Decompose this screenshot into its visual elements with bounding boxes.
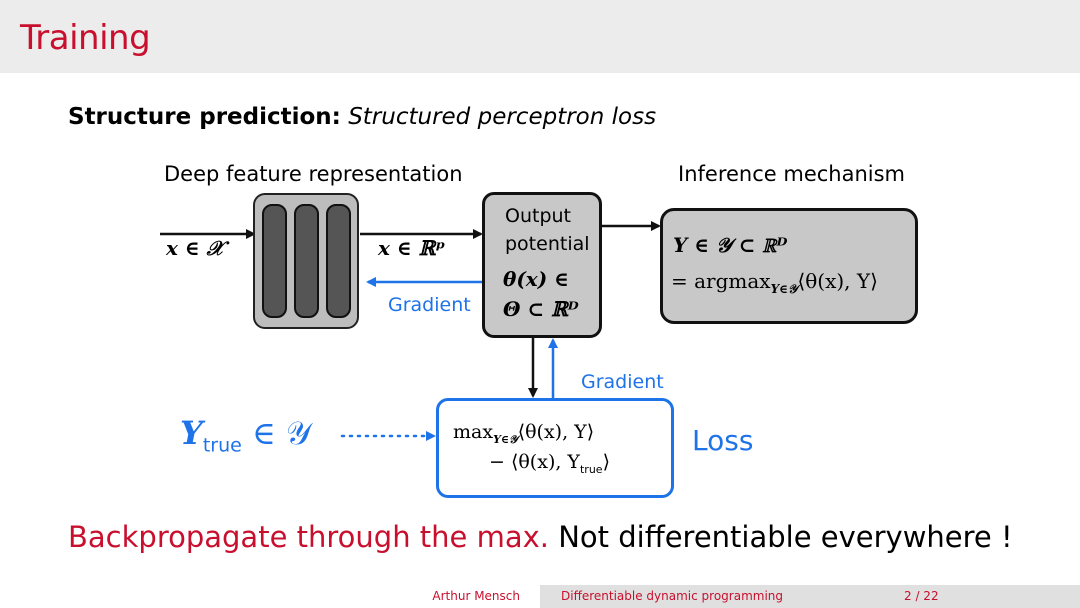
ytrue-label: Ytrue ∈ 𝒴	[180, 414, 311, 456]
inference-line-1: Y ∈ 𝒴 ⊂ ℝᴰ	[673, 233, 788, 257]
inference-argmax-sub: Y∈𝒴	[770, 282, 798, 296]
inference-argmax-tail: ⟨θ(x), Y⟩	[797, 269, 878, 293]
loss-box: maxY∈𝒴⟨θ(x), Y⟩ − ⟨θ(x), Ytrue⟩	[436, 398, 674, 498]
loss-label: Loss	[692, 424, 754, 457]
slide-title: Training	[20, 18, 151, 58]
inference-argmax: = argmax	[671, 269, 771, 293]
output-potential-box: Output potential θ(x) ∈ Θ ⊂ ℝᴰ	[482, 192, 602, 338]
slide-header: Training	[0, 0, 1080, 73]
footer-page-number: 2 / 22	[904, 589, 939, 603]
bottom-red-text: Backpropagate through the max.	[68, 520, 550, 554]
output-line-2: potential	[505, 233, 590, 255]
output-line-3: θ(x) ∈	[503, 267, 569, 291]
feature-space-label: x ∈ ℝᵖ	[378, 236, 446, 260]
footer-talk-title: Differentiable dynamic programming	[561, 589, 784, 603]
network-layer-1	[262, 204, 287, 318]
gradient-left-label: Gradient	[388, 294, 471, 316]
output-line-1: Output	[505, 205, 571, 227]
ytrue-sub: true	[202, 434, 242, 457]
inference-box: Y ∈ 𝒴 ⊂ ℝᴰ = argmaxY∈𝒴⟨θ(x), Y⟩	[660, 208, 918, 324]
loss-max: max	[453, 421, 494, 443]
footer-bar: Arthur Mensch Differentiable dynamic pro…	[0, 585, 1080, 608]
network-layer-3	[326, 204, 351, 318]
subtitle-italic: Structured perceptron loss	[348, 104, 657, 130]
gradient-right-label: Gradient	[581, 371, 664, 393]
neural-network-block	[253, 193, 359, 329]
deep-feature-label: Deep feature representation	[164, 162, 463, 186]
loss-line-1: maxY∈𝒴⟨θ(x), Y⟩	[453, 421, 594, 447]
loss-max-sub: Y∈𝒴	[493, 432, 518, 446]
loss-max-tail: ⟨θ(x), Y⟩	[517, 421, 595, 443]
network-layer-2	[294, 204, 319, 318]
subtitle-bold: Structure prediction:	[68, 104, 341, 130]
footer-author: Arthur Mensch	[432, 589, 520, 603]
inference-label: Inference mechanism	[678, 162, 906, 186]
ytrue-tail: ∈ 𝒴	[252, 414, 311, 452]
loss-true-sub: true	[579, 462, 603, 476]
ytrue-symbol: Y	[180, 414, 203, 452]
footer-left: Arthur Mensch	[0, 585, 540, 608]
loss-true-tail: ⟩	[602, 451, 610, 473]
bottom-statement: Backpropagate through the max. Not diffe…	[68, 520, 1013, 554]
loss-true-head: − ⟨θ(x), Y	[489, 451, 580, 473]
loss-line-2: − ⟨θ(x), Ytrue⟩	[489, 451, 610, 476]
bottom-black-text: Not differentiable everywhere !	[558, 520, 1013, 554]
footer-right: Differentiable dynamic programming 2 / 2…	[540, 585, 1080, 608]
inference-line-2: = argmaxY∈𝒴⟨θ(x), Y⟩	[671, 269, 878, 297]
input-space-label: x ∈ 𝒳	[166, 236, 224, 260]
slide-subtitle: Structure prediction: Structured percept…	[68, 104, 656, 130]
output-line-4: Θ ⊂ ℝᴰ	[503, 297, 579, 321]
